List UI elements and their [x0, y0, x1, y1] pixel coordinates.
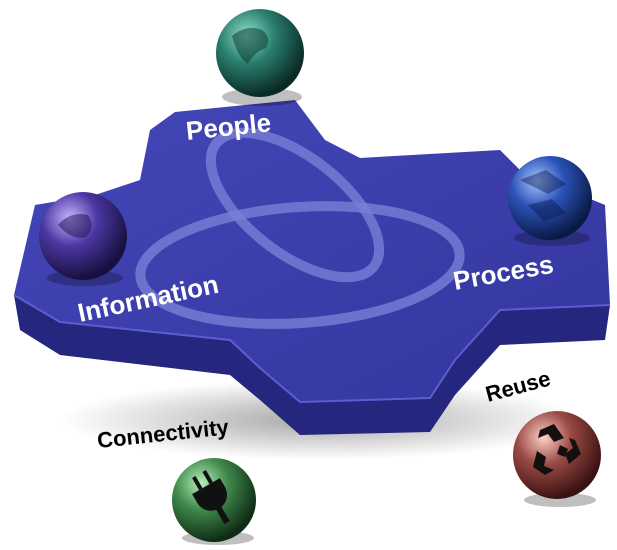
recycle-icon: [533, 424, 581, 475]
people-sphere: [216, 9, 304, 106]
plug-icon: [192, 470, 230, 525]
process-sphere: [508, 156, 592, 246]
platform-edge-highlight: [13, 294, 611, 404]
reuse-sphere: [513, 411, 601, 507]
information-sphere: [39, 192, 127, 286]
interlocking-rings: [135, 127, 465, 329]
platform-top: [14, 100, 610, 402]
